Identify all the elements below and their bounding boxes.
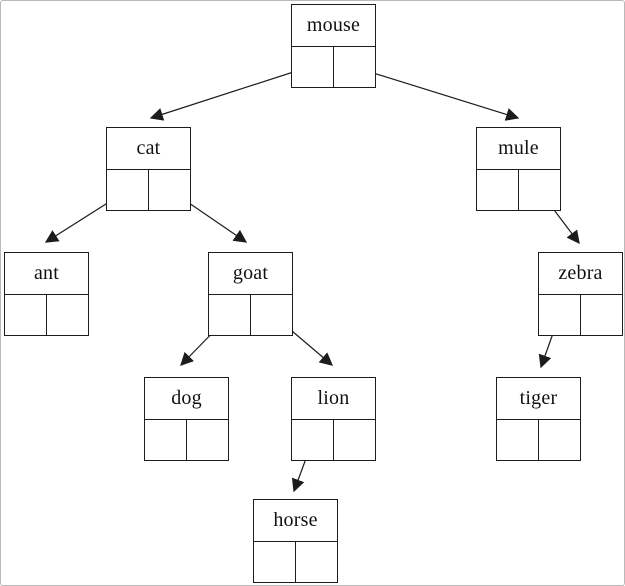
tree-node-tiger: tiger xyxy=(496,377,581,461)
node-label: goat xyxy=(232,262,269,284)
right-pointer-cell xyxy=(334,420,375,460)
tree-node-goat: goat xyxy=(208,252,293,336)
node-label: lion xyxy=(317,387,350,409)
right-pointer-cell xyxy=(47,295,88,335)
left-pointer-cell xyxy=(292,420,334,460)
left-pointer-cell xyxy=(539,295,581,335)
left-pointer-cell xyxy=(145,420,187,460)
right-pointer-cell xyxy=(149,170,190,210)
node-pointer-cells xyxy=(5,294,88,335)
node-label: zebra xyxy=(558,262,603,284)
node-pointer-cells xyxy=(497,419,580,460)
right-pointer-cell xyxy=(539,420,580,460)
edge-mouse-mule xyxy=(353,66,520,121)
node-pointer-cells xyxy=(477,169,560,210)
right-pointer-cell xyxy=(334,47,375,87)
node-pointer-cells xyxy=(254,541,337,582)
node-pointer-cells xyxy=(107,169,190,210)
tree-node-mule: mule xyxy=(476,127,561,211)
tree-node-dog: dog xyxy=(144,377,229,461)
left-pointer-cell xyxy=(209,295,251,335)
right-pointer-cell xyxy=(581,295,622,335)
node-label: horse xyxy=(273,509,318,531)
left-pointer-cell xyxy=(497,420,539,460)
left-pointer-cell xyxy=(292,47,334,87)
node-label: mule xyxy=(498,137,539,159)
edge-mouse-cat xyxy=(149,65,313,121)
left-pointer-cell xyxy=(107,170,149,210)
node-label: dog xyxy=(171,387,202,409)
right-pointer-cell xyxy=(251,295,292,335)
node-pointer-cells xyxy=(145,419,228,460)
tree-node-mouse: mouse xyxy=(291,4,376,88)
node-pointer-cells xyxy=(292,46,375,87)
right-pointer-cell xyxy=(519,170,560,210)
node-pointer-cells xyxy=(292,419,375,460)
right-pointer-cell xyxy=(187,420,228,460)
left-pointer-cell xyxy=(477,170,519,210)
tree-node-ant: ant xyxy=(4,252,89,336)
tree-node-cat: cat xyxy=(106,127,191,211)
left-pointer-cell xyxy=(254,542,296,582)
node-pointer-cells xyxy=(539,294,622,335)
left-pointer-cell xyxy=(5,295,47,335)
tree-node-lion: lion xyxy=(291,377,376,461)
node-label: cat xyxy=(136,137,161,159)
tree-node-zebra: zebra xyxy=(538,252,623,336)
tree-node-horse: horse xyxy=(253,499,338,583)
right-pointer-cell xyxy=(296,542,337,582)
node-label: mouse xyxy=(306,14,361,36)
node-label: tiger xyxy=(519,387,558,409)
node-pointer-cells xyxy=(209,294,292,335)
node-label: ant xyxy=(33,262,60,284)
